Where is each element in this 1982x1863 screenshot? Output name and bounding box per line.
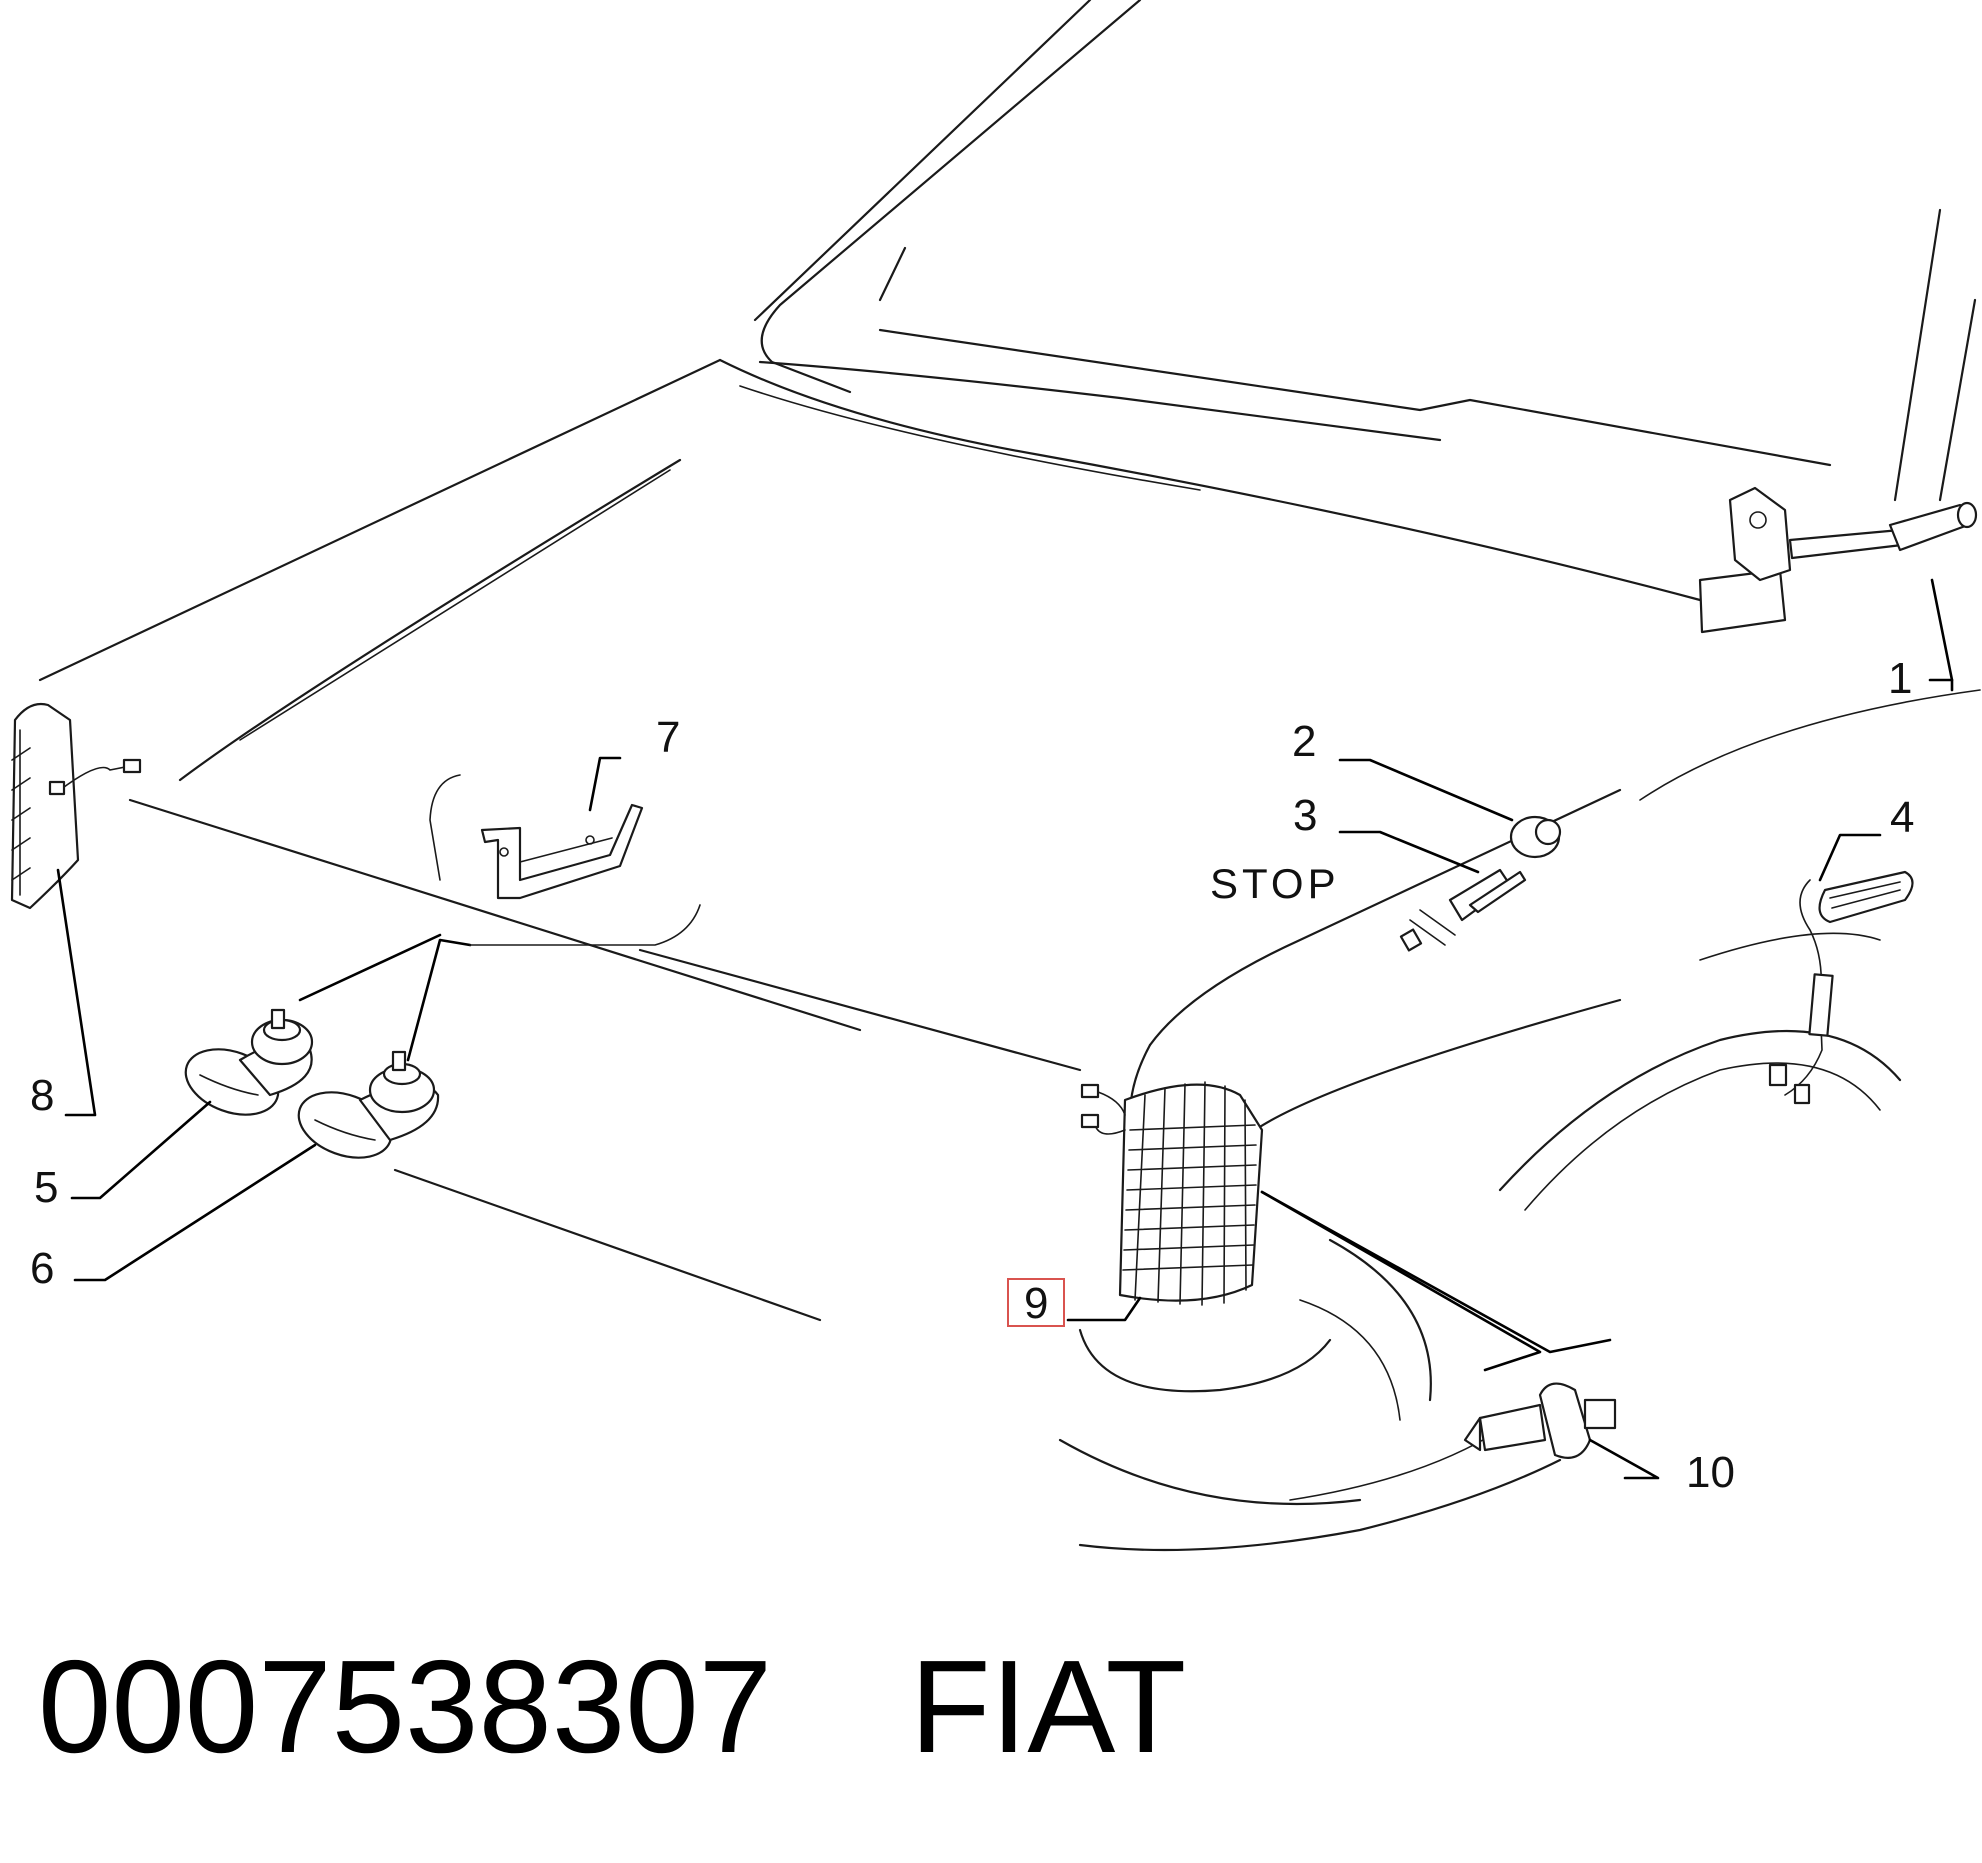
callout-9-highlight xyxy=(1007,1278,1065,1327)
part-10-bulb xyxy=(1463,1382,1617,1459)
callout-8: 8 xyxy=(30,1071,54,1120)
part-number-caption: 0007538307 xyxy=(38,1633,772,1780)
callout-10: 10 xyxy=(1686,1448,1735,1497)
leader-lines xyxy=(56,578,1954,1480)
callout-7: 7 xyxy=(656,713,680,762)
brand-caption: FIAT xyxy=(910,1633,1186,1780)
callout-4: 4 xyxy=(1890,793,1914,842)
callout-6: 6 xyxy=(30,1244,54,1293)
part-8-side-marker xyxy=(10,702,142,910)
part-5-horn xyxy=(184,1008,314,1116)
callout-1: 1 xyxy=(1888,654,1912,703)
part-6-horn xyxy=(297,1050,440,1159)
callout-9: 9 xyxy=(1024,1279,1048,1328)
part-1-stalk-switch xyxy=(1698,486,1978,634)
callout-3: 3 xyxy=(1293,791,1317,840)
stop-label: STOP xyxy=(1210,860,1340,907)
part-9-lens xyxy=(1080,1081,1264,1306)
part-4-side-repeater xyxy=(1768,870,1914,1105)
part-2-grommet xyxy=(1509,815,1562,859)
callout-5: 5 xyxy=(34,1163,58,1212)
callout-2: 2 xyxy=(1292,717,1316,766)
part-7-bracket xyxy=(480,803,644,900)
part-3-stop-switch xyxy=(1399,868,1527,952)
car-body-outline xyxy=(38,0,1981,1552)
